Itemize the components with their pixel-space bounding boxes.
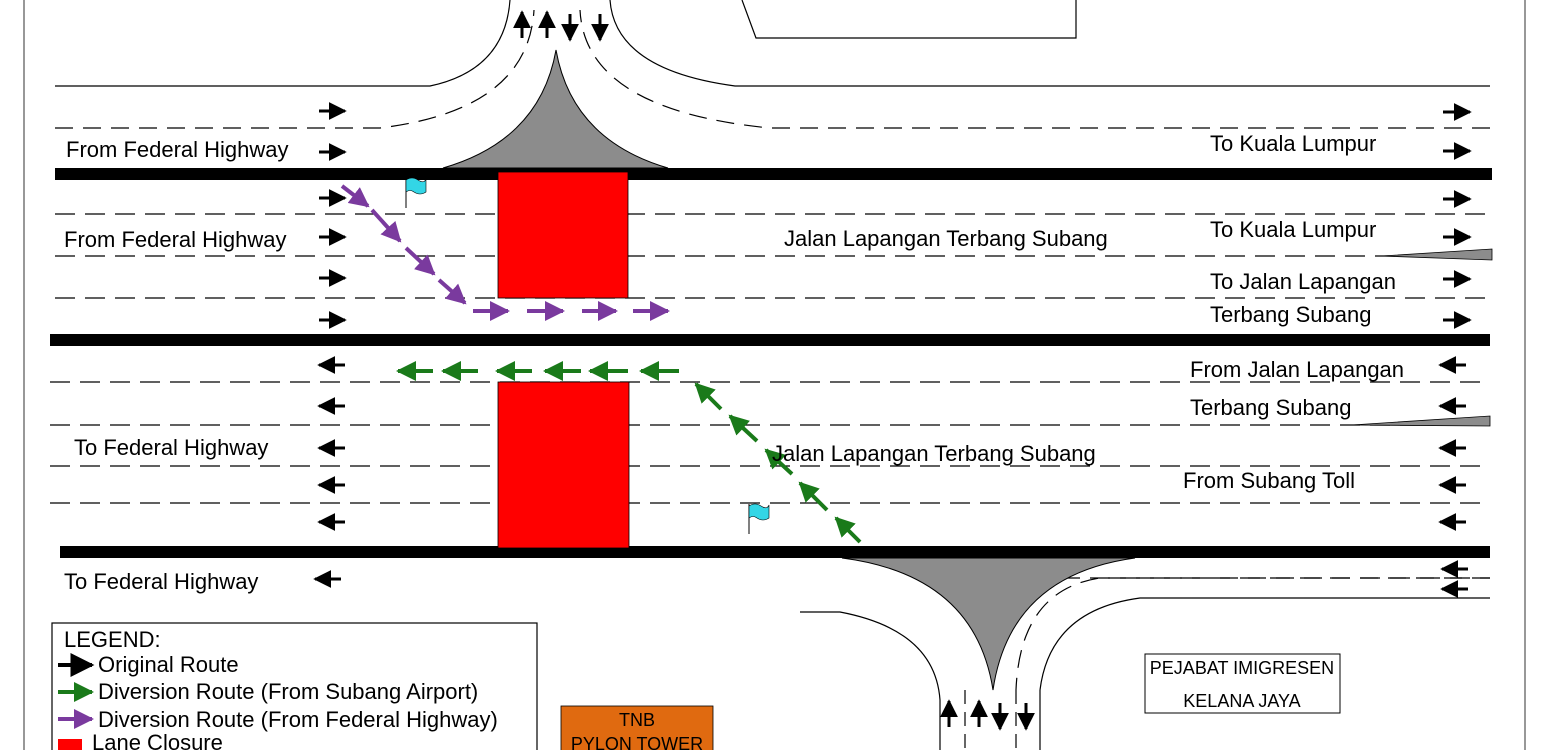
legend: LEGEND: Original Route Diversion Route (… — [51, 622, 538, 750]
lane-line-ramp-left — [55, 9, 535, 129]
road-edge-bottom-left — [800, 611, 941, 701]
lane-closure-upper — [497, 171, 629, 299]
median-lower — [60, 546, 1490, 558]
label-from-federal-2: From Federal Highway — [64, 227, 287, 252]
lane-line-ramp-right — [579, 9, 1490, 129]
label-jalan-upper: Jalan Lapangan Terbang Subang — [784, 226, 1108, 251]
taper-upper — [1381, 248, 1493, 261]
imigresen-line2: KELANA JAYA — [1183, 691, 1300, 711]
legend-title: LEGEND: — [64, 627, 161, 652]
lower-gore-area — [841, 557, 1136, 691]
label-to-jalan-1: To Jalan Lapangan — [1210, 269, 1396, 294]
diversion-route-federal — [340, 184, 670, 321]
label-jalan-lower: Jalan Lapangan Terbang Subang — [772, 441, 1096, 466]
flag-icon — [748, 503, 770, 534]
label-to-federal-1: To Federal Highway — [74, 435, 268, 460]
label-to-kl-2: To Kuala Lumpur — [1210, 217, 1376, 242]
label-to-kl-1: To Kuala Lumpur — [1210, 131, 1376, 156]
legend-original-label: Original Route — [98, 652, 239, 677]
label-from-subang-toll: From Subang Toll — [1183, 468, 1355, 493]
legend-closure-label: Lane Closure — [92, 730, 223, 750]
original-route-arrows — [313, 10, 1472, 731]
building-outline — [741, 0, 1077, 39]
legend-closure-icon — [58, 739, 82, 750]
legend-airport-label: Diversion Route (From Subang Airport) — [98, 679, 478, 704]
label-to-jalan-2: Terbang Subang — [1210, 302, 1371, 327]
lane-closure-lower — [497, 381, 630, 549]
label-from-jalan-2: Terbang Subang — [1190, 395, 1351, 420]
upper-gore-area — [442, 49, 669, 169]
median-upper — [55, 168, 1492, 180]
tnb-line2: PYLON TOWER — [571, 734, 703, 750]
lane-line-bottom-ramp — [1015, 577, 1490, 691]
taper-lower — [1351, 415, 1491, 427]
imigresen-line1: PEJABAT IMIGRESEN — [1150, 658, 1334, 678]
road-edge-bottom-right — [1039, 597, 1490, 691]
tnb-line1: TNB — [619, 710, 655, 730]
imigresen-box: PEJABAT IMIGRESEN KELANA JAYA — [1144, 653, 1341, 714]
label-from-jalan-1: From Jalan Lapangan — [1190, 357, 1404, 382]
road-edge-top-right — [609, 0, 1490, 87]
diversion-route-airport — [396, 361, 862, 544]
road-edge-top-left — [55, 0, 511, 87]
legend-federal-label: Diversion Route (From Federal Highway) — [98, 707, 498, 732]
tnb-pylon-box: TNB PYLON TOWER — [560, 705, 714, 750]
label-to-federal-2: To Federal Highway — [64, 569, 258, 594]
legend-box — [51, 622, 538, 750]
median-middle — [50, 334, 1490, 346]
flag-icon — [405, 177, 427, 208]
label-from-federal-1: From Federal Highway — [66, 137, 289, 162]
